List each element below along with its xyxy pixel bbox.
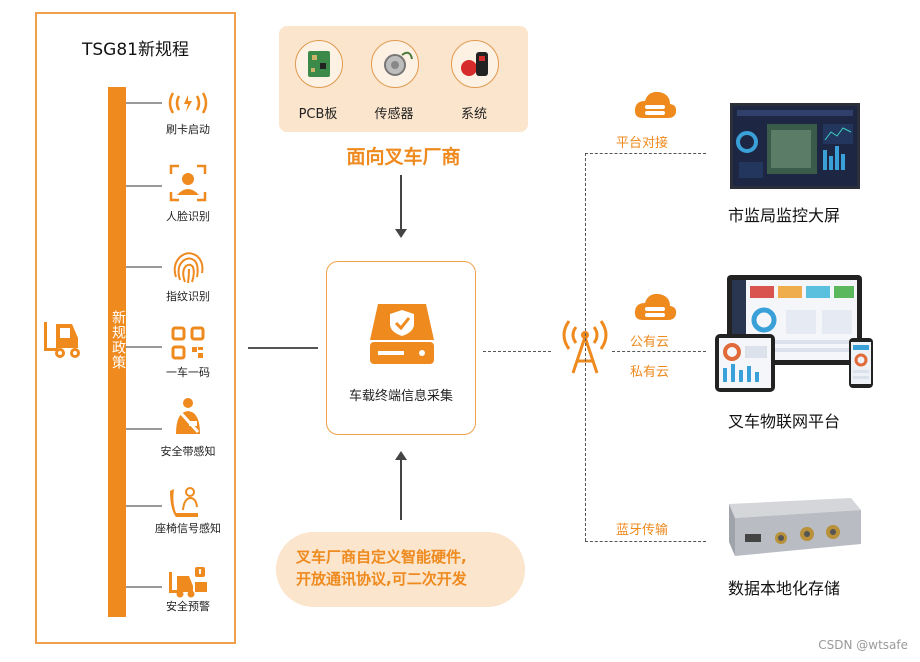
feature-connector	[126, 586, 162, 588]
connector-dashed	[483, 351, 551, 352]
target-label: 市监局监控大屏	[728, 206, 841, 225]
connector-dashed	[585, 153, 706, 154]
arrow-up-line	[400, 460, 402, 520]
connector-dashed-vertical	[585, 153, 586, 541]
sensor-icon	[371, 40, 419, 88]
face-scan-icon	[169, 164, 207, 202]
feature-label: 座椅信号感知	[155, 522, 221, 535]
pcb-board-icon	[295, 40, 343, 88]
feature-label: 一车一码	[166, 366, 210, 379]
target-label: 数据本地化存储	[728, 579, 841, 598]
feature-label: 人脸识别	[166, 210, 210, 223]
panel-title: TSG81新规程	[82, 40, 189, 60]
target-label: 叉车物联网平台	[728, 412, 841, 431]
connection-label: 蓝牙传输	[616, 523, 669, 538]
feature-connector	[126, 102, 162, 104]
phone-image	[849, 338, 873, 388]
connector-dashed	[612, 351, 706, 352]
policy-bar	[108, 87, 126, 617]
system-device-icon	[451, 40, 499, 88]
policy-label: 新规政策	[110, 310, 126, 370]
cloud-icon	[634, 91, 677, 118]
feature-label: 指纹识别	[166, 290, 210, 303]
feature-connector	[126, 266, 162, 268]
forklift-icon	[44, 322, 80, 358]
tablet-image	[715, 334, 775, 392]
storage-device-image	[729, 498, 861, 556]
arrow-down-line	[400, 175, 402, 229]
feature-label: 安全预警	[166, 600, 210, 613]
feature-label: 刷卡启动	[166, 123, 210, 136]
forklift-warning-icon	[169, 567, 207, 598]
note-line-2: 开放通讯协议,可二次开发	[296, 570, 467, 588]
note-line-1: 叉车厂商自定义智能硬件,	[296, 548, 467, 566]
product-label: 系统	[460, 107, 487, 122]
connector-line	[248, 347, 318, 349]
feature-connector	[126, 346, 162, 348]
connection-label: 私有云	[630, 365, 670, 380]
fingerprint-icon	[173, 252, 204, 284]
connector-dashed	[585, 541, 706, 542]
feature-connector	[126, 185, 162, 187]
cloud-icon	[634, 293, 677, 320]
card-reader-icon	[168, 92, 208, 114]
feature-connector	[126, 428, 162, 430]
connection-label: 公有云	[630, 335, 670, 350]
product-label: PCB板	[298, 107, 338, 122]
monitor-screen-image	[730, 103, 860, 189]
vendor-title: 面向叉车厂商	[346, 146, 461, 168]
policy-panel	[35, 12, 236, 644]
feature-label: 安全带感知	[160, 445, 216, 458]
seat-icon	[170, 487, 198, 517]
terminal-label: 车载终端信息采集	[348, 389, 453, 404]
qr-code-icon	[171, 326, 205, 360]
watermark: CSDN @wtsafe	[818, 638, 908, 652]
arrow-up-head	[395, 451, 407, 460]
product-label: 传感器	[374, 107, 414, 122]
connection-label: 平台对接	[616, 136, 669, 151]
customization-note	[276, 532, 525, 607]
seatbelt-icon	[176, 398, 200, 434]
feature-connector	[126, 505, 162, 507]
arrow-down-head	[395, 229, 407, 238]
terminal-shield-icon	[370, 304, 434, 364]
